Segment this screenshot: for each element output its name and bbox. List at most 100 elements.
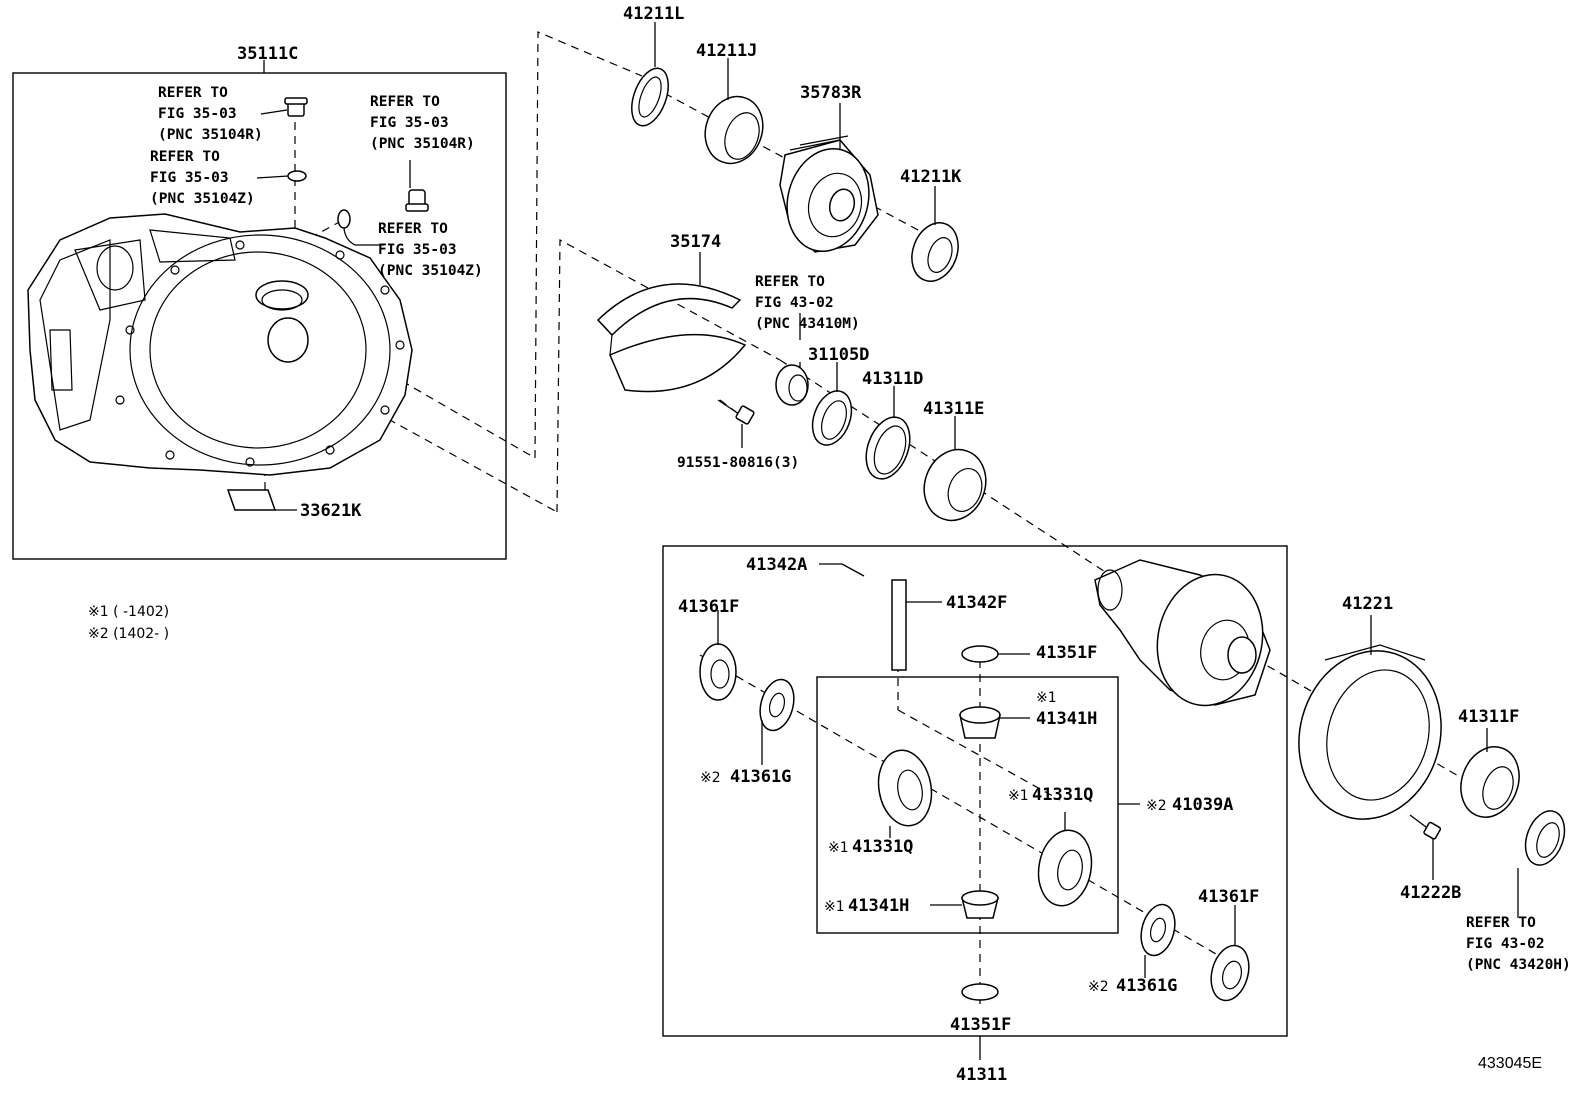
label-41342A: 41342A (746, 555, 807, 575)
label-35174: 35174 (670, 232, 721, 252)
label-41222B: 41222B (1400, 883, 1461, 903)
oil-seal-41211L (631, 67, 669, 127)
pinion-kit-frame (816, 676, 1119, 934)
drive-gear-35783R (779, 135, 879, 253)
label-41351F-bottom: 41351F (950, 1015, 1011, 1035)
oil-seal-43420H (1524, 810, 1566, 866)
label-41361F-left: 41361F (678, 597, 739, 617)
svg-text:FIG 35-03: FIG 35-03 (158, 106, 237, 122)
name-plate (226, 489, 277, 511)
transaxle-housing (27, 213, 413, 476)
label-41351F-top: 41351F (1036, 643, 1097, 663)
shim-41361G-left (759, 678, 795, 732)
refer-note-6: REFER TO FIG 43-02 (PNC 43420H) (1466, 915, 1571, 973)
refer-note-2: REFER TO FIG 35-03 (PNC 35104Z) (150, 149, 255, 207)
svg-text:REFER TO: REFER TO (150, 149, 220, 165)
drain-plug-top (284, 97, 308, 117)
label-41039A: 41039A (1172, 795, 1233, 815)
label-41331Q-right: 41331Q (1032, 785, 1093, 805)
side-gear-41331Q-right (1037, 829, 1093, 907)
washer-41361F-right (1210, 944, 1250, 1002)
washer-41351F-top (961, 645, 999, 663)
svg-text:(PNC 35104Z): (PNC 35104Z) (150, 191, 255, 207)
housing-frame (12, 72, 507, 560)
refer-note-3: REFER TO FIG 35-03 (PNC 35104R) (370, 94, 475, 152)
label-31105D: 31105D (808, 345, 869, 365)
label-41331Q-left: 41331Q (852, 837, 913, 857)
bearing-41311E (923, 448, 987, 522)
pin-41342A (841, 563, 865, 577)
differential-case (1094, 559, 1271, 707)
shim-41361G-right (1140, 903, 1176, 957)
washer-41361F-left (699, 643, 737, 701)
pinion-41341H-top (959, 706, 1001, 739)
mark-2-shim-left: ※2 (700, 770, 721, 786)
svg-text:FIG 35-03: FIG 35-03 (370, 115, 449, 131)
mark-1-pinion-bottom: ※1 (824, 899, 845, 915)
label-35111C: 35111C (237, 44, 298, 64)
label-41211L: 41211L (623, 4, 684, 24)
legend-note-1: ※1 ( -1402) (88, 604, 169, 620)
label-41342F: 41342F (946, 593, 1007, 613)
washer-41351F-bottom (961, 983, 999, 1001)
figure-code: 433045E (1478, 1055, 1542, 1072)
label-41341H-top: 41341H (1036, 709, 1097, 729)
legend-note-2: ※2 (1402- ) (88, 626, 169, 642)
label-41361G-left: 41361G (730, 767, 791, 787)
pinion-shaft-41342F (891, 579, 907, 671)
mark-1-side-gear-right: ※1 (1008, 788, 1029, 804)
svg-text:(PNC 43420H): (PNC 43420H) (1466, 957, 1571, 973)
bush-31105D (775, 364, 809, 406)
svg-text:(PNC 35104R): (PNC 35104R) (370, 136, 475, 152)
leader-lines (256, 22, 1519, 1060)
shim-41311D (811, 390, 853, 446)
mark-1-side-gear-left: ※1 (828, 840, 849, 856)
svg-text:(PNC 35104Z): (PNC 35104Z) (378, 263, 483, 279)
label-91551-80816: 91551-80816(3) (677, 455, 799, 471)
race-41311D (865, 416, 911, 480)
mark-2-shim-right: ※2 (1088, 979, 1109, 995)
bolt-41222B (1409, 814, 1442, 840)
svg-text:(PNC 35104R): (PNC 35104R) (158, 127, 263, 143)
refer-note-1: REFER TO FIG 35-03 (PNC 35104R) (158, 85, 263, 143)
label-41311D: 41311D (862, 369, 923, 389)
mark-2-kit: ※2 (1146, 798, 1167, 814)
label-41311F: 41311F (1458, 707, 1519, 727)
svg-text:FIG 43-02: FIG 43-02 (755, 295, 834, 311)
pinion-41341H-bottom (961, 890, 999, 919)
label-41361F-right: 41361F (1198, 887, 1259, 907)
label-41211J: 41211J (696, 41, 757, 61)
gasket-1 (287, 170, 307, 182)
label-41311E: 41311E (923, 399, 984, 419)
label-33621K: 33621K (300, 501, 362, 521)
gasket-2 (337, 209, 351, 229)
bolt-91551 (717, 399, 755, 425)
mark-1-pinion-top: ※1 (1036, 690, 1057, 706)
svg-text:REFER TO: REFER TO (378, 221, 448, 237)
bearing-41211J (704, 95, 764, 165)
label-41361G-right: 41361G (1116, 976, 1177, 996)
label-41311: 41311 (956, 1065, 1007, 1085)
svg-text:REFER TO: REFER TO (158, 85, 228, 101)
bearing-41211K (911, 222, 959, 282)
oil-receiver-35174 (596, 283, 747, 393)
refer-note-5: REFER TO FIG 43-02 (PNC 43410M) (755, 274, 860, 332)
label-41341H-bottom: 41341H (848, 896, 909, 916)
filler-plug (405, 189, 429, 212)
svg-text:REFER TO: REFER TO (1466, 915, 1536, 931)
label-41221: 41221 (1342, 594, 1393, 614)
svg-text:FIG 35-03: FIG 35-03 (150, 170, 229, 186)
svg-text:FIG 43-02: FIG 43-02 (1466, 936, 1545, 952)
svg-text:FIG 35-03: FIG 35-03 (378, 242, 457, 258)
svg-text:REFER TO: REFER TO (755, 274, 825, 290)
svg-text:REFER TO: REFER TO (370, 94, 440, 110)
bearing-41311F (1460, 746, 1520, 818)
differential-frame (662, 545, 1288, 1037)
refer-note-4: REFER TO FIG 35-03 (PNC 35104Z) (378, 221, 483, 279)
side-gear-41331Q-left (877, 749, 933, 827)
label-41211K: 41211K (900, 167, 962, 187)
label-35783R: 35783R (800, 83, 862, 103)
ring-gear-41221 (1298, 644, 1442, 820)
svg-text:(PNC 43410M): (PNC 43410M) (755, 316, 860, 332)
